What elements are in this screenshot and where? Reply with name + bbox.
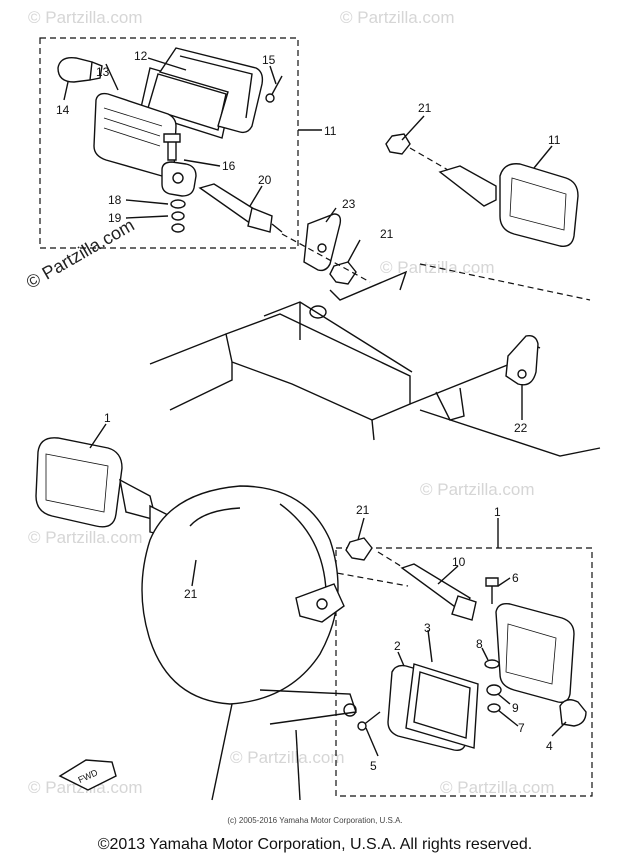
- callout-7: 7: [518, 721, 525, 735]
- bolt-16: [163, 133, 181, 161]
- callout-1-right: 1: [494, 505, 501, 519]
- socket-20: [198, 183, 283, 233]
- turn-signal-body-1-exploded: [495, 602, 575, 704]
- nut-21-center: [345, 537, 373, 561]
- callout-18: 18: [108, 193, 122, 207]
- routing-line-2: [409, 147, 449, 171]
- callout-21-center: 21: [356, 503, 370, 517]
- screw-5: [357, 711, 381, 731]
- callout-9: 9: [512, 701, 519, 715]
- callout-14: 14: [56, 103, 70, 117]
- headlight-stay: [211, 583, 357, 801]
- callout-2: 2: [394, 639, 401, 653]
- callout-21-left: 21: [184, 587, 198, 601]
- callout-12: 12: [134, 49, 148, 63]
- mount-plate-22: [505, 334, 539, 386]
- callout-21-upper: 21: [380, 227, 394, 241]
- callout-1-left: 1: [104, 411, 111, 425]
- watermark-mid-right: © Partzilla.com: [380, 258, 495, 277]
- washer-18: [170, 199, 186, 209]
- callout-15: 15: [262, 53, 276, 67]
- watermark-top-left: © Partzilla.com: [28, 8, 143, 27]
- callout-20: 20: [258, 173, 272, 187]
- callout-19: 19: [108, 211, 122, 225]
- fwd-arrow: FWD: [58, 759, 117, 791]
- screw-15: [265, 75, 283, 103]
- bulb-14: [57, 57, 103, 83]
- callout-16: 16: [222, 159, 236, 173]
- callout-11-right: 11: [548, 133, 561, 147]
- callout-5: 5: [370, 759, 377, 773]
- routing-line-3: [419, 263, 591, 301]
- group-box-top: [39, 37, 299, 249]
- watermark-bottom-right: © Partzilla.com: [440, 778, 555, 797]
- watermark-center-right: © Partzilla.com: [420, 480, 535, 499]
- bulb-4: [559, 699, 587, 727]
- callout-21-top-right: 21: [418, 101, 432, 115]
- routing-line-1: [281, 233, 371, 283]
- footer-copyright: ©2013 Yamaha Motor Corporation, U.S.A. A…: [97, 836, 533, 853]
- watermark-left-mid: © Partzilla.com: [28, 528, 143, 547]
- callout-8: 8: [476, 637, 483, 651]
- bracket-stay: [161, 161, 197, 197]
- nut-9: [486, 684, 502, 696]
- callout-10: 10: [452, 555, 466, 569]
- washer-8: [484, 659, 500, 669]
- leader-lines: [63, 57, 567, 757]
- inner-copyright: (c) 2005-2016 Yamaha Motor Corporation, …: [227, 816, 403, 825]
- mount-plate-23: [303, 213, 342, 272]
- nut-19: [171, 211, 185, 233]
- socket-10: [400, 563, 477, 621]
- nut-21-upper: [329, 261, 357, 285]
- group-box-bottom: [335, 547, 593, 797]
- watermark-bottom-mid: © Partzilla.com: [230, 748, 345, 767]
- callout-22: 22: [514, 421, 528, 435]
- callout-6: 6: [512, 571, 519, 585]
- lens-rim-12: [158, 47, 264, 134]
- gasket-3: [405, 663, 479, 749]
- turn-signal-11-right: [438, 163, 579, 247]
- callout-4: 4: [546, 739, 553, 753]
- callout-11-top: 11: [324, 124, 337, 138]
- turn-signal-1-left: [35, 437, 179, 539]
- screw-6: [485, 577, 499, 604]
- callout-3: 3: [424, 621, 431, 635]
- washer-7: [487, 703, 501, 713]
- callout-23: 23: [342, 197, 356, 211]
- headlight-body: [141, 485, 339, 705]
- nut-21-top-right: [385, 133, 411, 155]
- callout-13: 13: [96, 65, 110, 79]
- watermark-top-right: © Partzilla.com: [340, 8, 455, 27]
